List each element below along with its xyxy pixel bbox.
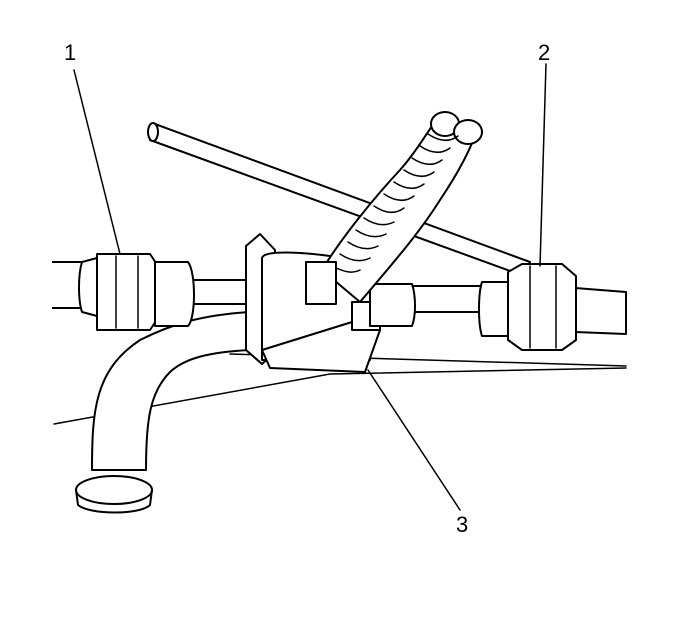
leader-lines bbox=[73, 63, 547, 511]
corrugated-conduit bbox=[305, 111, 483, 305]
fitting-1 bbox=[78, 253, 195, 331]
callout-1: 1 bbox=[64, 40, 77, 65]
callout-3: 3 bbox=[456, 512, 469, 537]
callout-2: 2 bbox=[538, 40, 551, 65]
lower-hose bbox=[75, 311, 251, 514]
fitting-2 bbox=[478, 263, 577, 351]
